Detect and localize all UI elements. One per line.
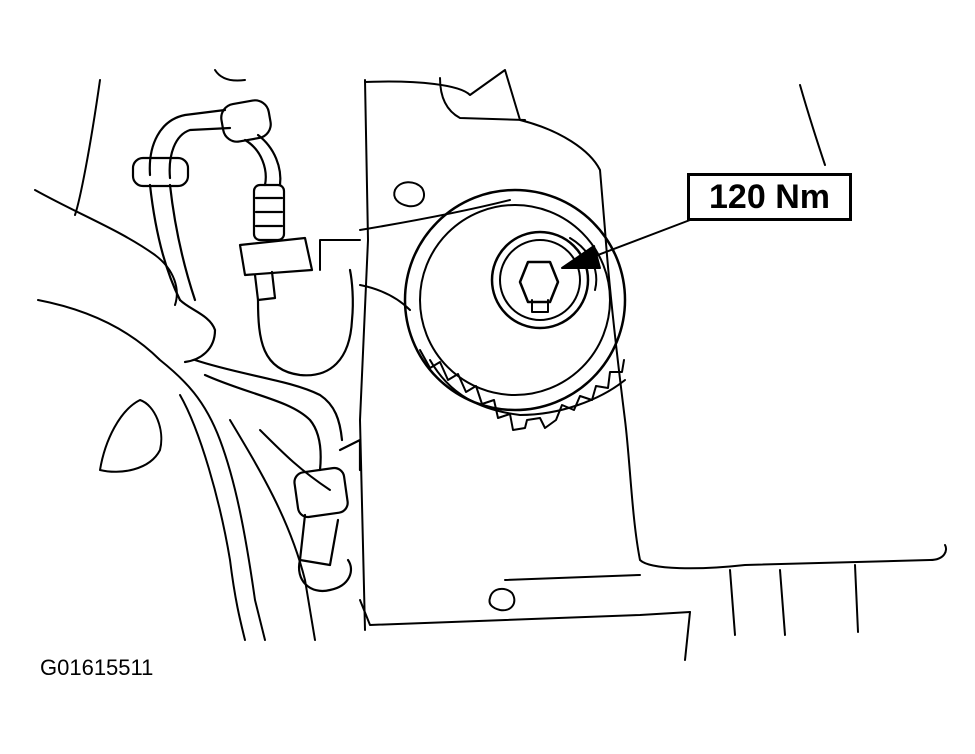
arrowhead-icon bbox=[562, 246, 600, 268]
timing-cover bbox=[320, 70, 946, 660]
reluctor-ring bbox=[420, 350, 624, 430]
crankshaft-pulley bbox=[405, 190, 625, 430]
callout-leader bbox=[562, 220, 690, 290]
torque-value: 120 Nm bbox=[709, 177, 830, 216]
torque-callout: 120 Nm bbox=[687, 173, 852, 221]
figure-id: G01615511 bbox=[40, 655, 154, 680]
hex-bolt bbox=[520, 262, 558, 302]
hose-assembly bbox=[133, 98, 360, 591]
chassis-frame bbox=[35, 70, 330, 640]
